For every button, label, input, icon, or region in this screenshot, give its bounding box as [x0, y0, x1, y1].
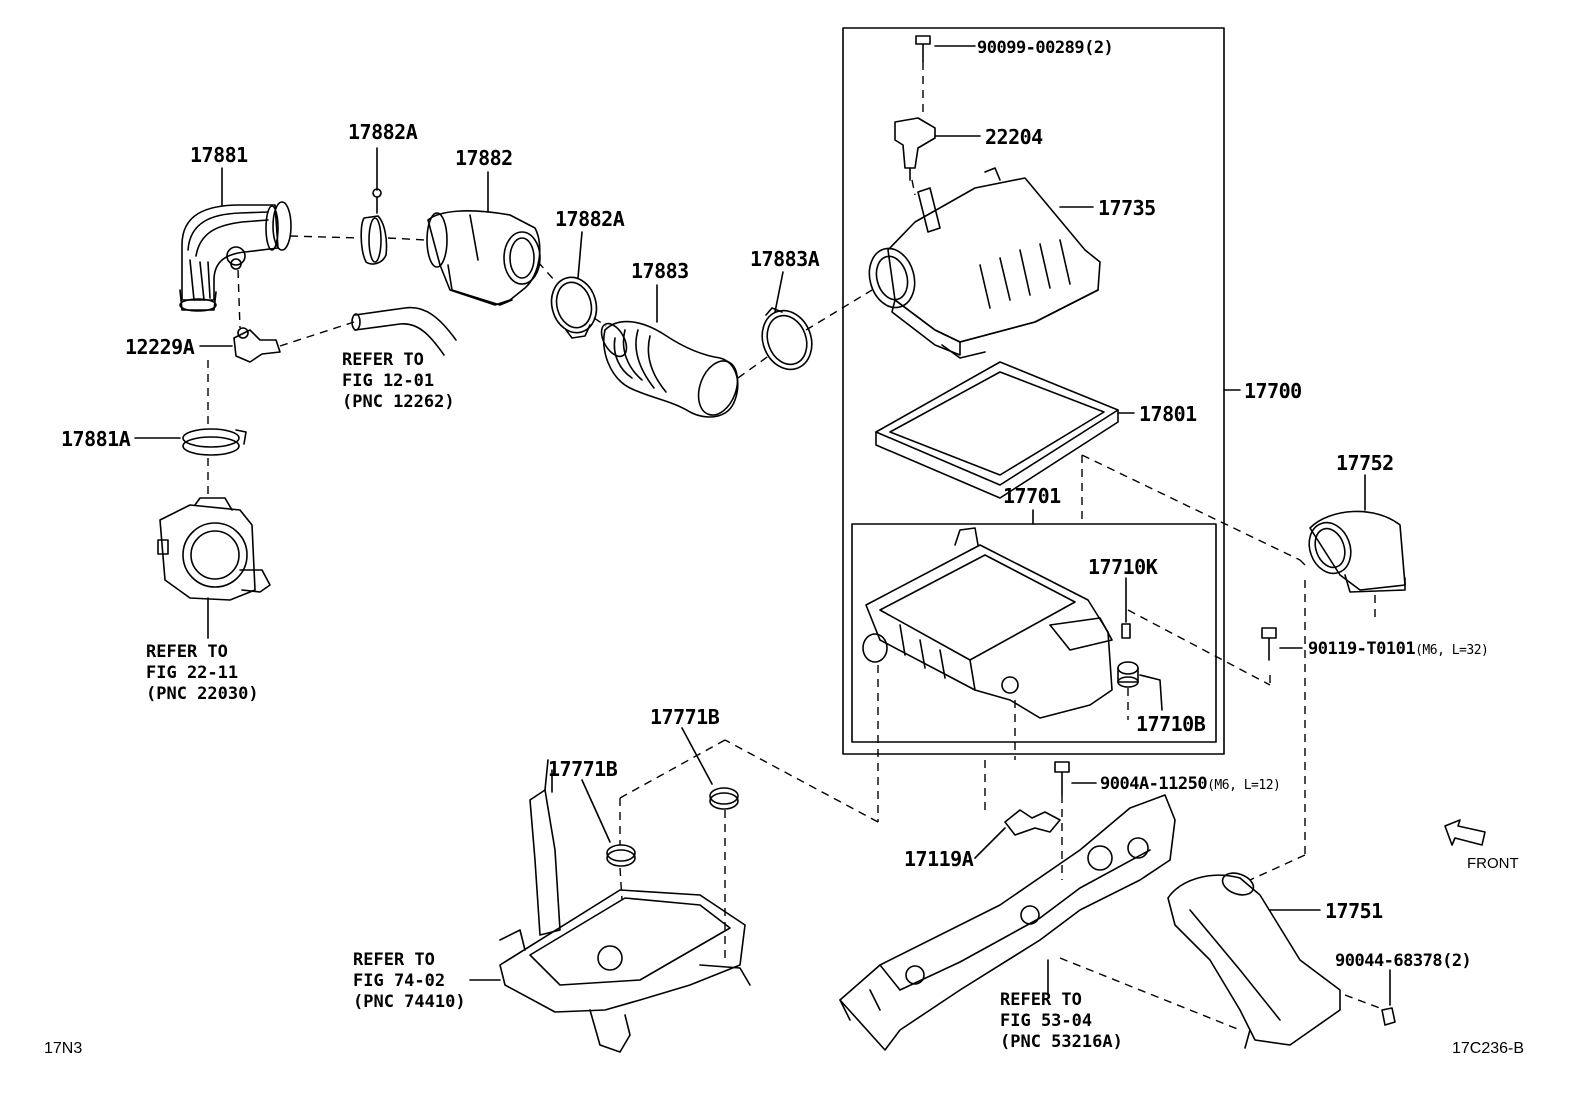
- label-9004A-spec: (M6, L=12): [1207, 778, 1281, 793]
- label-90119-part: 90119-T0101: [1308, 639, 1416, 659]
- label-17752: 17752: [1336, 451, 1394, 475]
- label-17700: 17700: [1244, 379, 1302, 403]
- label-90119: 90119-T0101(M6, L=32): [1308, 638, 1489, 662]
- label-17801: 17801: [1139, 402, 1197, 426]
- grommet-17771B-b: [709, 787, 739, 810]
- refer-fig12-line1: REFER TO: [342, 350, 424, 370]
- front-arrow-icon: [1444, 819, 1486, 846]
- refer-fig12-line3: (PNC 12262): [342, 392, 455, 412]
- bolt-9004A: [1054, 761, 1070, 796]
- cleaner-cap-17735: [868, 167, 1101, 359]
- filter-element-17801: [875, 361, 1119, 499]
- label-17882A-top: 17882A: [348, 120, 418, 144]
- clamp-17882A-mid: [550, 276, 598, 339]
- refer-fig22-line1: REFER TO: [146, 642, 228, 662]
- hose-stub-12262: [351, 306, 457, 356]
- refer-fig74-line2: FIG 74-02: [353, 971, 446, 991]
- grommet-17771B-a: [606, 844, 636, 867]
- assembly-17701-frame: [851, 523, 1217, 743]
- label-17883A: 17883A: [750, 247, 820, 271]
- tray-74410: [499, 759, 751, 1053]
- label-9004A-part: 9004A-11250: [1100, 774, 1208, 794]
- refer-fig22-line3: (PNC 22030): [146, 684, 259, 704]
- refer-fig53-line1: REFER TO: [1000, 990, 1082, 1010]
- front-label: FRONT: [1467, 855, 1519, 872]
- label-17701: 17701: [1003, 484, 1061, 508]
- refer-fig-53-04: REFER TO FIG 53-04 (PNC 53216A): [1000, 990, 1123, 1053]
- label-17735: 17735: [1098, 196, 1156, 220]
- label-9004A: 9004A-11250(M6, L=12): [1100, 773, 1281, 797]
- label-17710B: 17710B: [1136, 712, 1206, 736]
- label-22204: 22204: [985, 125, 1043, 149]
- label-17710K: 17710K: [1088, 555, 1158, 579]
- throttle-body-22030: [157, 497, 271, 601]
- label-12229A: 12229A: [125, 335, 195, 359]
- airflow-meter-22204: [894, 117, 936, 181]
- label-17751: 17751: [1325, 899, 1383, 923]
- clamp-17882A-top: [360, 188, 388, 265]
- bolt-90099: [915, 35, 931, 63]
- inlet-elbow-17881: [179, 201, 292, 312]
- hose-17883: [600, 320, 739, 418]
- refer-fig74-line3: (PNC 74410): [353, 992, 466, 1012]
- bracket-17119A: [1004, 809, 1061, 836]
- corner-code-left: 17N3: [44, 1040, 83, 1057]
- grommet-17710K: [1121, 623, 1131, 639]
- clamp-17883A: [761, 307, 813, 371]
- label-90044: 90044-68378(2): [1335, 951, 1472, 971]
- label-17881: 17881: [190, 143, 248, 167]
- pcv-fitting-12229A: [233, 327, 281, 363]
- label-17882A-mid: 17882A: [555, 207, 625, 231]
- support-53216A: [839, 794, 1176, 1051]
- refer-fig22-line2: FIG 22-11: [146, 663, 239, 683]
- label-17771B-b: 17771B: [650, 705, 720, 729]
- label-90099: 90099-00289(2): [977, 38, 1114, 58]
- elbow-17882: [426, 210, 541, 306]
- label-17882: 17882: [455, 146, 513, 170]
- refer-fig-12-01: REFER TO FIG 12-01 (PNC 12262): [342, 350, 455, 413]
- label-90119-spec: (M6, L=32): [1415, 643, 1489, 658]
- label-17119A: 17119A: [904, 847, 974, 871]
- grommet-17710B: [1117, 661, 1139, 688]
- clip-90044: [1381, 1007, 1396, 1026]
- corner-code-right: 17C236-B: [1452, 1040, 1525, 1057]
- refer-fig12-line2: FIG 12-01: [342, 371, 435, 391]
- refer-fig74-line1: REFER TO: [353, 950, 435, 970]
- intake-duct-17751: [1167, 872, 1341, 1049]
- label-17883: 17883: [631, 259, 689, 283]
- clamp-17881A: [182, 428, 247, 456]
- assembly-17700-frame: [842, 27, 1225, 755]
- refer-fig53-line2: FIG 53-04: [1000, 1011, 1093, 1031]
- refer-fig-22-11: REFER TO FIG 22-11 (PNC 22030): [146, 642, 259, 705]
- label-17881A: 17881A: [61, 427, 131, 451]
- refer-fig-74-02: REFER TO FIG 74-02 (PNC 74410): [353, 950, 466, 1013]
- refer-fig53-line3: (PNC 53216A): [1000, 1032, 1123, 1052]
- cleaner-case-17701: [862, 527, 1113, 719]
- intake-duct-17752: [1308, 510, 1406, 593]
- label-17771B-a: 17771B: [548, 757, 618, 781]
- bolt-90119: [1261, 627, 1277, 661]
